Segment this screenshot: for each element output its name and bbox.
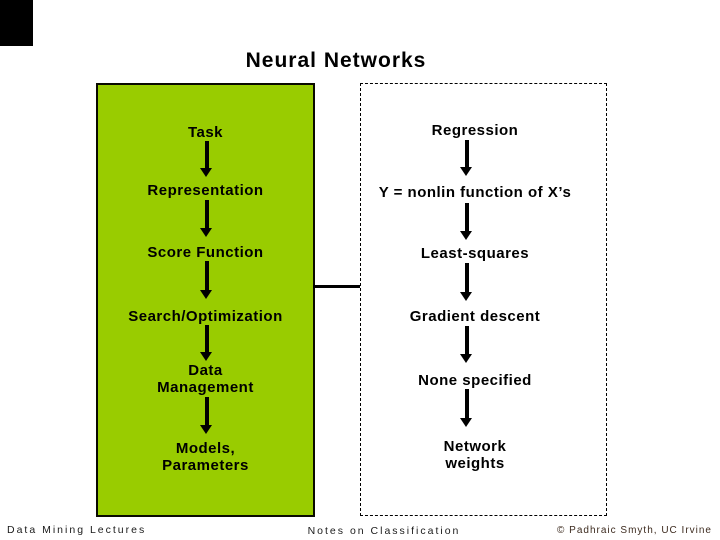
down-arrow-icon xyxy=(200,141,213,177)
page-title: Neural Networks xyxy=(245,49,427,72)
step-label-search-optimization: Search/Optimization xyxy=(128,308,283,325)
corner-artifact xyxy=(0,0,33,46)
footer-course-label: Data Mining Lectures xyxy=(7,524,147,536)
down-arrow-icon xyxy=(200,200,213,237)
down-arrow-icon xyxy=(460,389,473,427)
step-label-least-squares: Least-squares xyxy=(420,245,530,262)
connector-line xyxy=(313,285,360,288)
step-label-task: Task xyxy=(187,124,224,141)
down-arrow-icon xyxy=(460,263,473,301)
down-arrow-icon xyxy=(200,261,213,299)
down-arrow-icon xyxy=(460,326,473,363)
step-label-score-function: Score Function xyxy=(147,244,264,261)
footer-copyright-label: © Padhraic Smyth, UC Irvine xyxy=(557,525,712,536)
regression-details-box xyxy=(360,83,607,516)
step-label-nonlin-function: Y = nonlin function of X’s xyxy=(378,184,572,201)
down-arrow-icon xyxy=(460,140,473,176)
down-arrow-icon xyxy=(200,397,213,434)
step-label-representation: Representation xyxy=(147,182,264,199)
step-label-regression: Regression xyxy=(431,122,519,139)
step-label-models-parameters: Models, Parameters xyxy=(162,440,249,474)
step-label-network-weights: Network weights xyxy=(443,438,507,472)
down-arrow-icon xyxy=(460,203,473,240)
left-column: Task Representation Score Function Searc… xyxy=(96,0,315,540)
footer-notes-label: Notes on Classification xyxy=(307,525,461,537)
step-label-none-specified: None specified xyxy=(418,372,532,389)
step-label-gradient-descent: Gradient descent xyxy=(409,308,541,325)
right-column: Regression Y = nonlin function of X’s Le… xyxy=(355,0,595,540)
step-label-data-management: Data Management xyxy=(157,362,254,396)
down-arrow-icon xyxy=(200,325,213,361)
